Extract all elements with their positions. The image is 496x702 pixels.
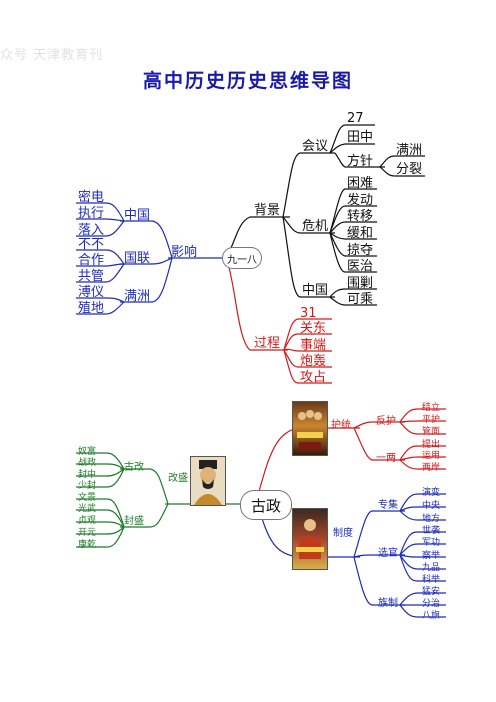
leaf-crisis-3: 转移: [347, 209, 374, 224]
leaf-impact-manchu-2: 殖地: [78, 301, 105, 316]
leaf-official-1: 世袭: [422, 526, 441, 536]
leaf-crisis-4: 缓和: [347, 226, 374, 241]
leaf-meeting-2: 田中: [347, 130, 374, 145]
leaf-official-5: 科举: [422, 575, 441, 585]
leaf-clan-3: 八旗: [422, 611, 441, 621]
leaf-prosper-2: 光武: [78, 504, 97, 514]
center-node-ancient-politics: 古政: [240, 490, 292, 520]
portrait-image: [190, 456, 226, 506]
leaf-process-5: 攻占: [300, 370, 327, 385]
leaf-impact-league-1: 不不: [78, 237, 105, 252]
leaf-ancient-1: 奴富: [78, 447, 97, 457]
node-two: 一两: [376, 453, 396, 464]
drama-poster-image-1: [292, 401, 328, 456]
node-anti: 反护: [376, 416, 396, 427]
leaf-ancient-3: 封中: [78, 470, 97, 480]
watermark: 众号 天津教育刊: [0, 48, 104, 63]
node-official: 选官: [378, 548, 398, 559]
leaf-process-3: 事端: [300, 338, 327, 353]
node-policy: 方针: [347, 154, 374, 169]
node-crisis: 危机: [302, 219, 329, 234]
leaf-crisis-5: 掠夺: [347, 243, 374, 258]
leaf-clan-2: 分治: [422, 599, 441, 609]
leaf-official-3: 察举: [422, 551, 441, 561]
leaf-two-2: 运用: [422, 451, 441, 461]
leaf-clan-1: 猛安: [422, 587, 441, 597]
branch-reform: 改盛: [168, 473, 188, 484]
leaf-impact-china-1: 密电: [78, 190, 105, 205]
leaf-central-3: 地方: [422, 514, 441, 524]
leaf-policy-2: 分裂: [396, 162, 423, 177]
node-central: 专集: [378, 500, 398, 511]
leaf-impact-league-2: 合作: [78, 253, 105, 268]
leaf-china-bg-1: 围剿: [347, 276, 374, 291]
branch-background: 背景: [254, 203, 281, 218]
poster-emperor-icon: [296, 519, 324, 559]
node-impact-league: 国联: [124, 251, 151, 266]
leaf-prosper-4: 开元: [78, 528, 97, 538]
node-impact-manchu: 满洲: [124, 289, 151, 304]
leaf-crisis-2: 发动: [347, 193, 374, 208]
leaf-central-2: 中央: [422, 501, 441, 511]
leaf-impact-manchu-1: 溥仪: [78, 285, 105, 300]
node-ancient-reform: 古改: [124, 462, 144, 473]
leaf-process-2: 关东: [300, 321, 327, 336]
drama-poster-image-2: [292, 508, 328, 570]
leaf-prosper-5: 康乾: [78, 540, 97, 550]
branch-guard: 护统: [331, 420, 351, 431]
node-impact-china: 中国: [124, 208, 151, 223]
leaf-two-1: 提出: [422, 440, 441, 450]
node-meeting: 会议: [302, 139, 329, 154]
leaf-prosper-1: 文景: [78, 493, 97, 503]
branch-system: 制度: [333, 528, 353, 539]
node-prosper: 封盛: [124, 516, 144, 527]
leaf-prosper-3: 贞观: [78, 516, 97, 526]
leaf-anti-1: 结立: [422, 403, 441, 413]
leaf-anti-3: 管面: [422, 427, 441, 437]
leaf-impact-china-2: 执行: [78, 206, 105, 221]
leaf-policy-1: 满洲: [396, 143, 423, 158]
branch-impact: 影响: [171, 245, 198, 260]
branch-process: 过程: [254, 336, 281, 351]
leaf-crisis-6: 医治: [347, 259, 374, 274]
leaf-two-3: 两岸: [422, 463, 441, 473]
node-china-bg: 中国: [302, 283, 329, 298]
page-title: 高中历史历史思维导图: [142, 70, 353, 92]
leaf-ancient-2: 战政: [78, 458, 97, 468]
leaf-impact-league-3: 共管: [78, 269, 105, 284]
leaf-official-2: 军功: [422, 538, 441, 548]
node-clan: 族制: [378, 598, 398, 609]
leaf-impact-china-3: 落入: [78, 223, 105, 238]
leaf-anti-2: 平护: [422, 415, 441, 425]
portrait-official-icon: [194, 460, 222, 505]
leaf-meeting-1: 27: [347, 111, 364, 126]
leaf-process-4: 炮轰: [300, 354, 327, 369]
leaf-china-bg-2: 可乘: [347, 292, 374, 307]
leaf-central-1: 演变: [422, 488, 441, 498]
leaf-process-1: 31: [300, 306, 317, 321]
leaf-crisis-1: 困难: [347, 176, 374, 191]
leaf-ancient-4: 少封: [78, 481, 97, 491]
poster-figures-icon: [297, 410, 323, 450]
leaf-official-4: 九品: [422, 563, 441, 573]
center-node-918: 九一八: [222, 247, 262, 269]
map1-connectors: [76, 124, 425, 384]
